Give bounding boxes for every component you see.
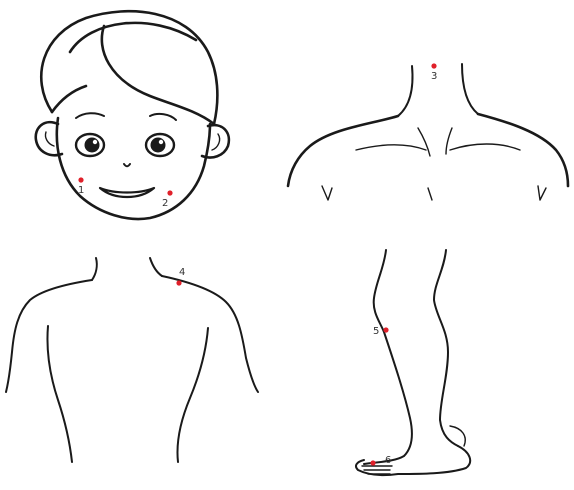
right-eyebrow — [150, 114, 176, 120]
center-chest-mark — [428, 188, 432, 200]
torso-right-shoulder — [162, 276, 258, 392]
point-marker-4 — [176, 280, 181, 285]
left-armpit-mark — [322, 186, 332, 200]
left-eye — [76, 134, 104, 156]
hair-outline — [41, 11, 217, 124]
point-label-6: 6 — [385, 455, 391, 466]
point-marker-2 — [167, 190, 172, 195]
hair-left-edge — [52, 86, 86, 112]
torso-left-shoulder — [6, 280, 92, 392]
leg-back-line — [434, 250, 458, 446]
left-shoulder-line — [288, 116, 398, 186]
point-label-3: 3 — [431, 71, 437, 82]
left-clavicle — [356, 145, 426, 150]
leg-front-line — [364, 250, 412, 464]
point-label-1: 1 — [78, 185, 84, 196]
left-ear-inner — [45, 132, 54, 146]
torso-neck-left — [92, 258, 97, 280]
torso-right-side — [178, 328, 209, 462]
face-outline — [57, 118, 210, 219]
smiling-mouth — [100, 188, 154, 197]
point-marker-3 — [431, 63, 436, 68]
point-marker-1 — [78, 177, 83, 182]
point-label-4: 4 — [179, 267, 185, 278]
hair-fringe — [70, 23, 196, 52]
child-face-panel — [36, 11, 229, 219]
sternal-notch-left — [418, 128, 430, 156]
right-armpit-mark — [538, 186, 546, 200]
upper-torso-panel — [6, 258, 258, 462]
neck-left-line — [398, 66, 412, 116]
torso-left-side — [47, 326, 72, 462]
point-label-5: 5 — [373, 326, 379, 337]
right-clavicle — [450, 144, 520, 150]
leg-foot-panel — [356, 250, 470, 475]
torso-neck-right — [150, 258, 162, 276]
neck-right-line — [462, 64, 478, 114]
point-marker-5 — [383, 327, 388, 332]
right-shoulder-line — [478, 114, 568, 186]
right-eye — [146, 134, 174, 156]
right-ear-inner — [212, 134, 220, 150]
point-marker-6 — [370, 460, 375, 465]
point-label-2: 2 — [162, 198, 168, 209]
neck-shoulders-panel — [288, 64, 568, 200]
nose — [124, 164, 130, 166]
hair-parting-curve — [102, 26, 214, 124]
left-eyebrow — [76, 113, 104, 118]
